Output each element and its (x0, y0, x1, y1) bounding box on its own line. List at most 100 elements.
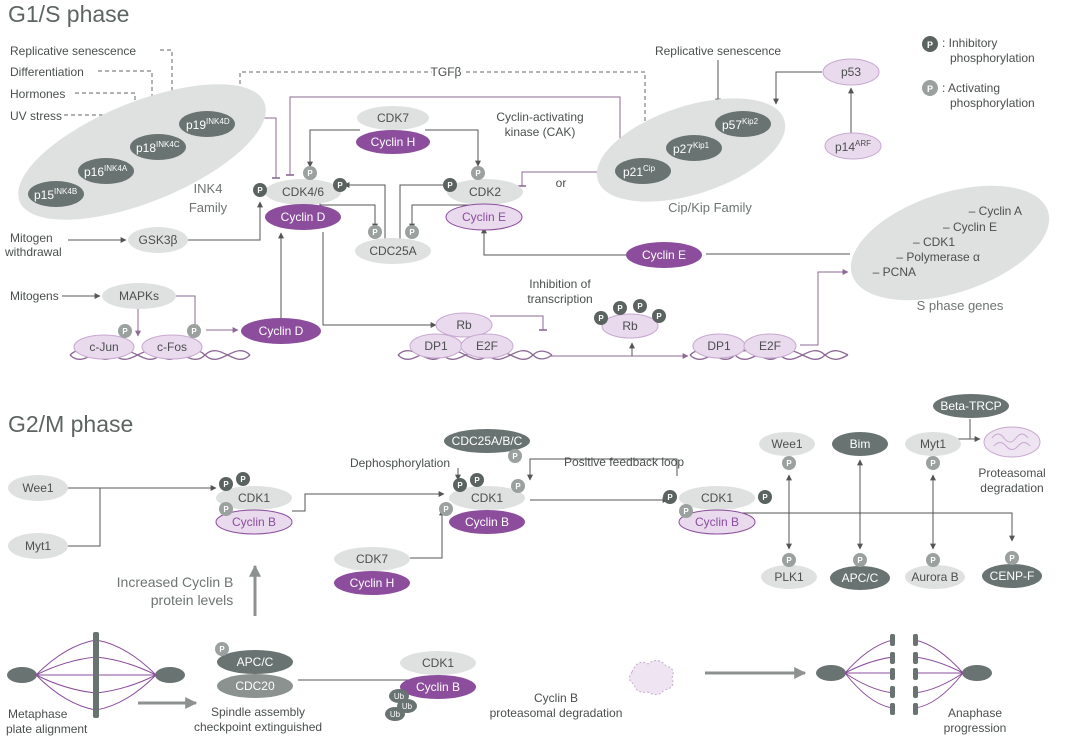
cdc25a-node[interactable] (355, 238, 431, 264)
plk1-node[interactable] (761, 565, 817, 589)
p19-ink4d[interactable] (179, 111, 235, 137)
cyclin-b-a-node[interactable] (215, 509, 293, 535)
signal-repl-senescence: Replicative senescence (10, 44, 136, 58)
cdk7-g2m-node[interactable] (334, 547, 410, 571)
cdc25a-to-cdk46 (343, 182, 386, 240)
beta-trcp-node[interactable] (933, 394, 1009, 418)
svg-text:P: P (857, 556, 863, 565)
cak-to-cdk2 (425, 129, 481, 167)
or-label: or (556, 176, 567, 190)
p27-kip1[interactable] (666, 135, 722, 161)
cyclin-e-free-node[interactable] (626, 242, 702, 268)
svg-text:P: P (786, 459, 792, 468)
cak-label-2: kinase (CAK) (505, 125, 576, 139)
p15-ink4b[interactable] (28, 181, 84, 207)
cyclin-b-b-node[interactable] (449, 510, 525, 534)
svg-text:: Activating: : Activating (942, 81, 1000, 95)
cdc25abc-node[interactable] (444, 429, 530, 453)
cjun-node[interactable] (73, 334, 135, 360)
cdk1-b-node[interactable] (449, 486, 525, 510)
cyclin-d-induced-node[interactable] (241, 318, 321, 344)
svg-text:P: P (223, 480, 229, 489)
svg-text:P: P (930, 459, 936, 468)
svg-text:CDK1: CDK1 (701, 491, 733, 505)
myt1-right-node[interactable] (905, 432, 961, 456)
svg-text:P: P (786, 556, 792, 565)
cfos-phospho (187, 324, 201, 338)
svg-text:: Inhibitory: : Inhibitory (942, 36, 997, 50)
p53-node[interactable] (822, 58, 880, 86)
svg-text:CDK1: CDK1 (422, 656, 454, 670)
cyclin-b-d-node[interactable] (400, 675, 476, 699)
p18-ink4c[interactable] (130, 134, 186, 160)
e2f-node[interactable] (460, 333, 514, 359)
apcc-phospho (853, 553, 867, 567)
cyclin-h-node[interactable] (356, 130, 430, 154)
cdk1-a-phospho: P P P (219, 472, 250, 516)
p16-ink4a[interactable] (78, 158, 134, 184)
cdc25a-phospho: P P (368, 225, 419, 239)
cipkip-family-label: Cip/Kip Family (668, 200, 752, 215)
svg-text:P: P (219, 645, 225, 654)
sphase-genes-ellipse (850, 185, 1050, 301)
svg-text:CDK7: CDK7 (356, 552, 388, 566)
svg-text:p21Cip: p21Cip (623, 164, 656, 179)
ink4-family-label-1: INK4 (194, 181, 223, 196)
e2f-free-node[interactable] (743, 333, 797, 359)
cdk1-c-node[interactable] (679, 486, 755, 510)
cyclin-e-node[interactable] (445, 203, 523, 231)
p57-kip2[interactable] (715, 111, 771, 137)
tgfb-label: TGFβ (431, 65, 462, 79)
svg-text:P: P (927, 40, 933, 50)
cdk1-d-node[interactable] (400, 651, 476, 675)
aurora-phospho (926, 553, 940, 567)
apcc-node[interactable] (217, 650, 293, 674)
cenpf-phospho (1005, 551, 1019, 565)
signal-uv-stress: UV stress (10, 109, 62, 123)
gsk3b-node[interactable] (128, 227, 188, 253)
cenpf-node[interactable] (982, 564, 1042, 588)
wee1-node[interactable] (8, 475, 68, 501)
cdk7-node[interactable] (357, 106, 429, 130)
svg-text:CDK1: CDK1 (238, 491, 270, 505)
svg-text:– Cyclin E: – Cyclin E (943, 220, 997, 234)
cdc20-node[interactable] (217, 674, 293, 698)
bim-node[interactable] (832, 432, 888, 456)
rb-phospho-group: P P P P (594, 299, 666, 325)
p21-cip[interactable] (615, 158, 671, 184)
cdk1-a-node[interactable] (216, 486, 292, 510)
anaphase-label-1: Anaphase (948, 706, 1002, 720)
phospho-rb-node[interactable] (601, 313, 659, 339)
wee1-right-node[interactable] (759, 432, 815, 456)
cdk2-node[interactable] (447, 179, 523, 205)
cyclin-d-node[interactable] (265, 204, 341, 230)
cjun-phospho (118, 324, 132, 338)
cdk46-node[interactable] (265, 179, 341, 205)
mitogen-withdrawal-1: Mitogen (10, 231, 53, 245)
cfos-node[interactable] (141, 334, 203, 360)
ink4-proteins: p19INK4D p18INK4C p16INK4A p15INK4B (28, 111, 235, 207)
svg-text:P: P (337, 181, 343, 190)
svg-text:CDK2: CDK2 (469, 185, 501, 199)
cyclin-b-c-node[interactable] (678, 509, 756, 535)
svg-text:P: P (191, 327, 197, 336)
svg-text:P: P (447, 181, 453, 190)
svg-text:CDC25A: CDC25A (369, 244, 416, 258)
svg-text:P: P (240, 475, 246, 484)
myt1-node[interactable] (8, 533, 68, 559)
repl-senescence-right: Replicative senescence (655, 44, 781, 58)
cyclin-h-g2m-node[interactable] (334, 571, 410, 595)
svg-text:P: P (372, 228, 378, 237)
metaphase-label-1: Metaphase (8, 707, 68, 721)
rb-node[interactable] (435, 312, 493, 338)
svg-text:Cyclin B: Cyclin B (695, 515, 739, 529)
svg-text:DP1: DP1 (707, 339, 731, 353)
aurora-b-node[interactable] (905, 565, 965, 589)
svg-text:P: P (307, 169, 313, 178)
p14arf-node[interactable] (824, 132, 882, 160)
apcc-right-node[interactable] (830, 566, 890, 590)
svg-text:p53: p53 (841, 65, 861, 79)
svg-text:P: P (656, 312, 662, 321)
mapks-node[interactable] (102, 283, 176, 309)
